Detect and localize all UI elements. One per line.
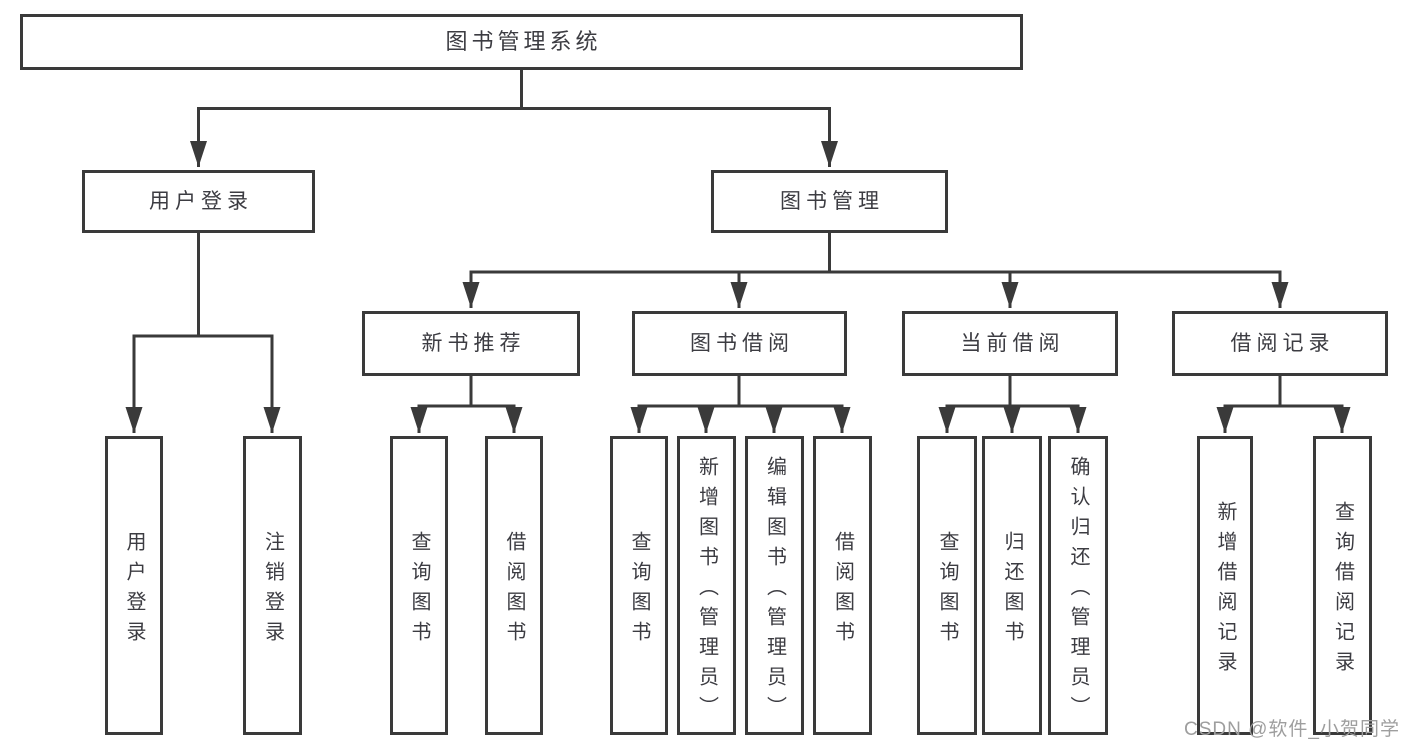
node-label: 查询图书	[936, 530, 958, 651]
leaf-logout: 注销登录	[243, 436, 302, 735]
leaf-add-books-admin: 新增图书（管理员）	[677, 436, 736, 735]
node-library-management-system: 图书管理系统	[20, 14, 1023, 70]
node-label: 注销登录	[261, 530, 284, 651]
watermark-text: CSDN @软件_小贺同学	[1184, 719, 1400, 740]
node-label: 借阅记录	[1230, 332, 1335, 355]
node-label: 查询借阅记录	[1331, 500, 1354, 681]
leaf-user-login: 用户登录	[105, 436, 163, 735]
leaf-query-books-recommend: 查询图书	[390, 436, 448, 735]
leaf-return-books: 归还图书	[982, 436, 1042, 735]
node-label: 新增借阅记录	[1214, 500, 1236, 681]
leaf-borrow-books-borrowing: 借阅图书	[813, 436, 872, 735]
node-label: 借阅图书	[503, 530, 525, 651]
leaf-edit-books-admin: 编辑图书（管理员）	[745, 436, 804, 735]
leaf-query-books-borrowing: 查询图书	[610, 436, 668, 735]
leaf-query-borrow-record: 查询借阅记录	[1313, 436, 1372, 735]
leaf-borrow-books-recommend: 借阅图书	[485, 436, 543, 735]
node-label: 新增图书（管理员）	[695, 455, 718, 726]
node-book-management: 图书管理	[711, 170, 948, 233]
node-label: 编辑图书（管理员）	[763, 455, 786, 726]
node-label: 图书管理系统	[445, 29, 602, 54]
node-label: 图书借阅	[690, 332, 794, 355]
node-label: 用户登录	[123, 530, 145, 651]
node-label: 新书推荐	[421, 332, 526, 355]
node-book-borrowing: 图书借阅	[632, 311, 847, 376]
node-label: 借阅图书	[831, 530, 854, 651]
node-label: 当前借阅	[960, 332, 1065, 355]
node-label: 归还图书	[1001, 530, 1023, 651]
leaf-confirm-return-admin: 确认归还（管理员）	[1048, 436, 1108, 735]
node-label: 图书管理	[780, 190, 884, 213]
node-label: 查询图书	[408, 530, 430, 651]
node-borrowing-records: 借阅记录	[1172, 311, 1388, 376]
node-current-borrowing: 当前借阅	[902, 311, 1118, 376]
node-new-book-recommendation: 新书推荐	[362, 311, 580, 376]
node-user-login: 用户登录	[82, 170, 315, 233]
leaf-add-borrow-record: 新增借阅记录	[1197, 436, 1253, 735]
node-label: 确认归还（管理员）	[1067, 455, 1089, 726]
node-label: 查询图书	[628, 530, 650, 651]
node-label: 用户登录	[149, 190, 253, 213]
leaf-query-books-current: 查询图书	[917, 436, 977, 735]
